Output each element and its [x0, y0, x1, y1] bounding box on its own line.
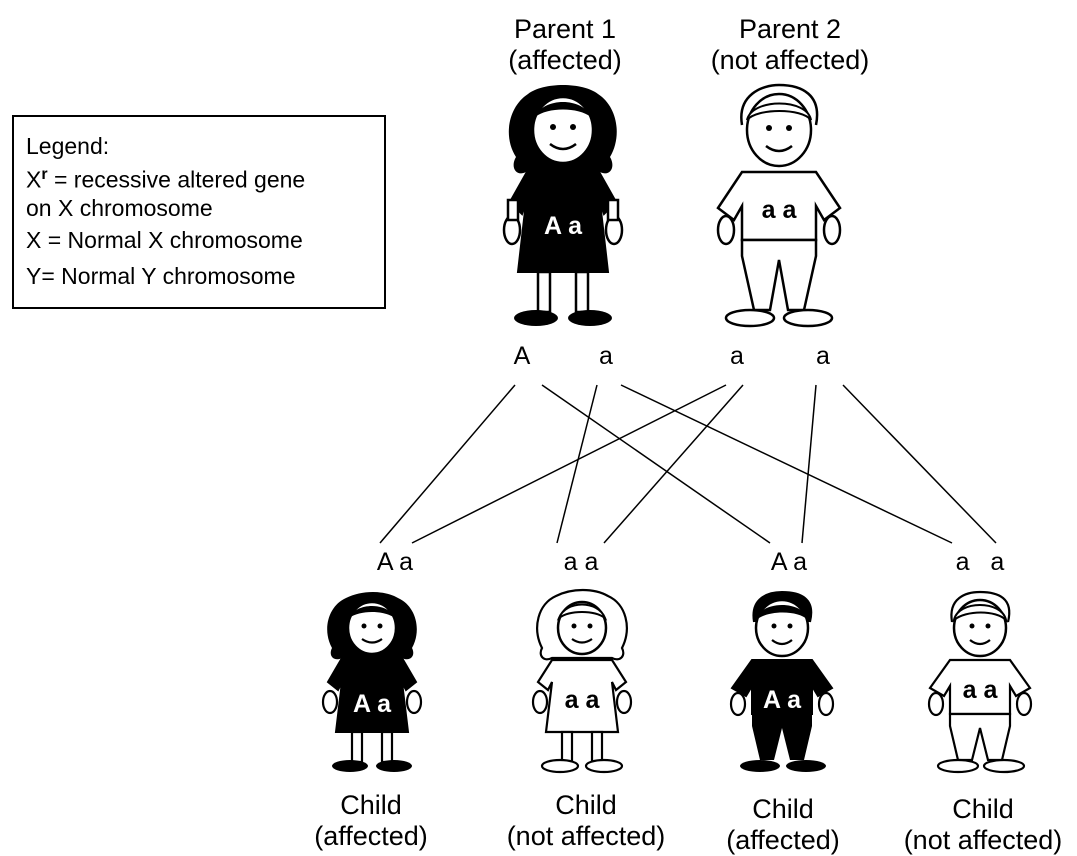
child-1-status: (affected) [314, 821, 428, 851]
child-1-label: Child (affected) [286, 790, 456, 852]
parent-2-person-icon [716, 83, 842, 328]
offspring-pair-2: a a [563, 548, 599, 576]
child-1-figure [318, 590, 426, 776]
parent-2-figure [712, 80, 846, 330]
child-1-person-icon [321, 592, 423, 772]
offspring-pair-3: A a [770, 548, 808, 576]
child-4-figure [926, 588, 1034, 774]
child-4-label: Child (not affected) [890, 794, 1076, 856]
child-3-genotype: A a [763, 686, 801, 714]
legend-line-2: on X chromosome [26, 194, 213, 221]
legend-x-superscript: r [41, 166, 48, 183]
line-a3-to-child4 [842, 384, 997, 544]
child-2-person-icon [531, 588, 633, 774]
legend-title: Legend: [26, 133, 110, 159]
child-4-title: Child [952, 794, 1014, 824]
child-4-genotype: a a [962, 676, 998, 704]
line-a1-to-child2 [556, 384, 598, 544]
line-a3-to-child3 [801, 384, 817, 544]
parent-2-title: Parent 2 [738, 14, 842, 44]
legend-line-normal-y: Y= Normal Y chromosome [26, 262, 296, 289]
line-A1-to-child3 [541, 384, 771, 544]
parent-1-title: Parent 1 [513, 14, 617, 44]
legend-box: Legend: Xr = recessive altered gene on X… [12, 115, 386, 309]
offspring-pair-4: a a [955, 548, 1005, 576]
parent-1-figure [498, 82, 628, 330]
child-3-figure [728, 588, 836, 774]
child-4-status: (not affected) [903, 825, 1063, 855]
child-2-title: Child [555, 790, 617, 820]
parent-2-allele-2: a [816, 342, 830, 370]
child-3-label: Child (affected) [698, 794, 868, 856]
child-3-person-icon [729, 590, 835, 772]
child-3-status: (affected) [726, 825, 840, 855]
parent-1-genotype: A a [544, 212, 582, 240]
parent-1-status: (affected) [508, 45, 622, 75]
parent-1-allele-1: A [513, 342, 531, 370]
child-1-title: Child [340, 790, 402, 820]
legend-line-xr: Xr = recessive altered gene [26, 161, 384, 194]
child-1-genotype: A a [353, 690, 391, 718]
offspring-pair-1: A a [376, 548, 414, 576]
line-a2-to-child2 [603, 384, 744, 544]
parent-2-status: (not affected) [710, 45, 870, 75]
child-2-genotype: a a [564, 686, 600, 714]
parent-1-allele-2: a [599, 342, 613, 370]
line-a1-to-child4 [620, 384, 953, 544]
legend-line-normal-x: X = Normal X chromosome [26, 226, 303, 253]
line-A1-to-child1 [379, 384, 516, 544]
child-4-person-icon [927, 590, 1033, 774]
legend-line1-rest: = recessive altered gene [47, 166, 306, 193]
child-2-status: (not affected) [506, 821, 666, 851]
parent-2-allele-1: a [730, 342, 744, 370]
child-2-label: Child (not affected) [486, 790, 686, 852]
parent-1-label: Parent 1 (affected) [480, 14, 650, 76]
legend-x-symbol: X [26, 166, 42, 193]
parent-1-person-icon [502, 85, 624, 326]
line-a2-to-child1 [411, 384, 727, 544]
child-2-figure [528, 588, 636, 774]
parent-2-genotype: a a [761, 196, 797, 224]
child-3-title: Child [752, 794, 814, 824]
parent-2-label: Parent 2 (not affected) [690, 14, 890, 76]
